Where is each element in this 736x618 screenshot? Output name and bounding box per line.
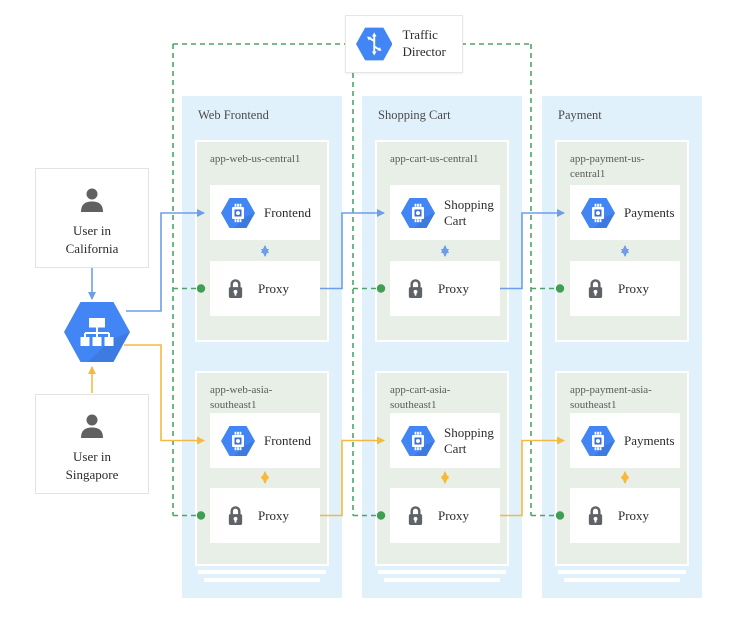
stacked-page-line [384, 578, 500, 582]
lock-icon [408, 506, 423, 525]
compute-engine-icon [221, 425, 255, 456]
proxy-label: Proxy [438, 507, 470, 523]
stacked-page-line [378, 570, 506, 574]
proxy-node-payment-asia-southeast1: Proxy [570, 488, 680, 543]
person-icon [81, 188, 103, 212]
traffic-director-icon [356, 27, 393, 61]
region-label: app-web-us-central1 [210, 153, 301, 165]
proxy-node-web-asia-southeast1: Proxy [210, 488, 320, 543]
user-california-node: User in California [35, 168, 149, 268]
service-node-payments-us-central1: Payments [570, 185, 680, 240]
proxy-node-payment-us-central1: Proxy [570, 261, 680, 316]
service-node-frontend-us-central1: Frontend [210, 185, 320, 240]
user-label: User in Singapore [65, 449, 119, 482]
stacked-page-line [564, 578, 680, 582]
region-label: app-payment-us-central1 [570, 153, 645, 180]
load-balancer-icon [64, 302, 130, 362]
service-label: Frontend [264, 432, 311, 448]
service-node-payments-asia-southeast1: Payments [570, 413, 680, 468]
compute-engine-icon [581, 197, 615, 228]
region-label: app-payment-asia-southeast1 [570, 384, 652, 411]
lock-icon [228, 279, 243, 298]
stacked-page-line [198, 570, 326, 574]
column-label: Payment [558, 108, 602, 122]
user-singapore-node: User in Singapore [35, 394, 149, 494]
service-node-cart-asia-southeast1: Shopping Cart [390, 413, 500, 468]
lock-icon [588, 506, 603, 525]
service-label: Shopping Cart [444, 196, 494, 228]
service-node-frontend-asia-southeast1: Frontend [210, 413, 320, 468]
column-label: Web Frontend [198, 108, 269, 122]
proxy-node-web-us-central1: Proxy [210, 261, 320, 316]
service-label: Payments [624, 432, 675, 448]
lock-icon [408, 279, 423, 298]
column-label: Shopping Cart [378, 108, 451, 122]
region-label: app-web-asia-southeast1 [210, 384, 273, 411]
service-label: Frontend [264, 204, 311, 220]
service-label: Shopping Cart [444, 424, 494, 456]
compute-engine-icon [581, 425, 615, 456]
proxy-node-cart-asia-southeast1: Proxy [390, 488, 500, 543]
proxy-label: Proxy [618, 280, 650, 296]
proxy-label: Proxy [618, 507, 650, 523]
proxy-node-cart-us-central1: Proxy [390, 261, 500, 316]
region-label: app-cart-asia-southeast1 [390, 384, 451, 411]
traffic-director-label: Traffic Director [402, 27, 446, 59]
person-icon [81, 414, 103, 438]
lock-icon [588, 279, 603, 298]
user-label: User in California [65, 223, 119, 256]
stacked-page-line [558, 570, 686, 574]
traffic-director-node: Traffic Director [345, 15, 463, 73]
compute-engine-icon [401, 197, 435, 228]
compute-engine-icon [401, 425, 435, 456]
service-node-cart-us-central1: Shopping Cart [390, 185, 500, 240]
proxy-label: Proxy [258, 280, 290, 296]
service-label: Payments [624, 204, 675, 220]
stacked-page-line [204, 578, 320, 582]
compute-engine-icon [221, 197, 255, 228]
proxy-label: Proxy [258, 507, 290, 523]
region-label: app-cart-us-central1 [390, 153, 479, 165]
lock-icon [228, 506, 243, 525]
proxy-label: Proxy [438, 280, 470, 296]
